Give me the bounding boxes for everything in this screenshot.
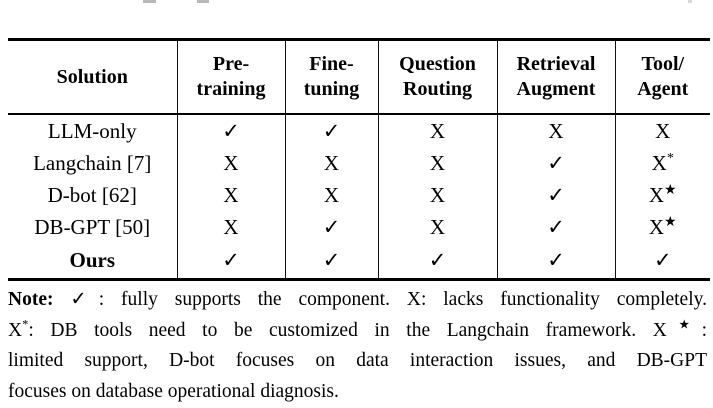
table-cell: ✓ <box>497 179 616 211</box>
table-cell: X <box>285 147 379 179</box>
support-mark: ✓ <box>322 214 341 239</box>
support-mark: X <box>223 182 239 207</box>
table-cell: ✓ <box>497 211 616 243</box>
note-line-4: focuses on database operational diagnosi… <box>8 377 707 408</box>
header-label: tuning <box>303 78 360 100</box>
note-line-2: X*: DB tools need to be customized in th… <box>8 316 707 347</box>
table-cell: ✓ <box>497 147 616 179</box>
header-label: Question <box>399 53 476 75</box>
note-label: Note: <box>8 289 54 310</box>
table-cell: X <box>285 179 379 211</box>
header-label: Tool/ <box>641 53 685 75</box>
header-label: training <box>196 78 266 100</box>
col-header-retrieval-augment: Retrieval Augment <box>497 39 616 115</box>
col-header-tool-agent: Tool/ Agent <box>615 39 710 115</box>
note-line-3: limited support, D-bot focuses on data i… <box>8 346 707 377</box>
table-cell: X★ <box>615 211 710 243</box>
support-mark: ✓ <box>222 248 240 272</box>
support-mark: X <box>429 182 446 207</box>
col-header-fine-tuning: Fine- tuning <box>285 39 379 115</box>
note-text: limited support, D-bot focuses on data i… <box>8 350 707 371</box>
table-cell: X★ <box>615 179 710 211</box>
table-cell: X <box>177 211 286 243</box>
table-note: Note: ✓: fully supports the component. X… <box>8 285 707 407</box>
table-cell: ✓ <box>615 243 710 280</box>
solution-name: LLM-only <box>8 114 178 147</box>
row-ours: Ours ✓ ✓ ✓ ✓ ✓ <box>8 243 710 280</box>
support-mark: X <box>429 150 446 175</box>
header-label: Pre- <box>212 53 250 75</box>
col-header-solution: Solution <box>8 39 178 115</box>
table-cell: X <box>177 147 286 179</box>
solution-name: D-bot [62] <box>8 179 178 211</box>
header-label: Routing <box>403 78 472 100</box>
table-cell: ✓ <box>285 114 379 147</box>
support-mark: ✓ <box>547 248 565 272</box>
table-cell: ✓ <box>285 243 379 280</box>
support-mark: ✓ <box>547 214 565 239</box>
header-label: Agent <box>637 78 689 100</box>
asterisk-superscript: * <box>22 317 29 331</box>
table-cell: X <box>378 179 498 211</box>
table-cell: X <box>615 114 710 147</box>
solution-name: Langchain [7] <box>8 147 178 179</box>
support-mark: X <box>648 214 665 239</box>
row-llm-only: LLM-only ✓ ✓ X X X <box>8 114 710 147</box>
cropped-caption-fragment <box>197 0 209 3</box>
support-mark: X <box>548 118 564 143</box>
table-cell: ✓ <box>177 114 286 147</box>
table-cell: X* <box>615 147 710 179</box>
header-label: Solution <box>56 65 128 88</box>
support-mark: ✓ <box>322 118 341 143</box>
col-header-pre-training: Pre- training <box>177 39 286 115</box>
solution-name: DB-GPT [50] <box>8 211 178 243</box>
table-cell: ✓ <box>497 243 616 280</box>
support-mark: X <box>429 118 446 143</box>
support-mark: X <box>323 182 340 207</box>
note-text: : DB tools need to be customized in the … <box>28 319 667 341</box>
table-cell: X <box>378 114 498 147</box>
header-row: Solution Pre- training Fine- tuning Ques… <box>8 39 710 115</box>
mark-superscript: ★ <box>664 214 677 230</box>
support-mark: X <box>223 214 239 239</box>
table-cell: X <box>177 179 286 211</box>
cropped-caption-fragment <box>143 0 156 3</box>
support-mark: X <box>429 214 446 239</box>
note-text: X <box>8 319 23 341</box>
table-cell: X <box>378 211 498 243</box>
support-mark: ✓ <box>222 118 240 143</box>
support-mark: X <box>323 150 340 175</box>
star-superscript: ★ <box>666 317 702 331</box>
support-mark: X <box>648 182 665 207</box>
header-label: Retrieval <box>516 53 596 75</box>
solution-comparison-table: Solution Pre- training Fine- tuning Ques… <box>8 38 710 281</box>
support-mark: ✓ <box>547 182 565 207</box>
cropped-caption-fragment <box>688 0 692 3</box>
note-line-1: Note: ✓: fully supports the component. X… <box>8 285 707 316</box>
note-text: : <box>701 319 707 341</box>
support-mark: ✓ <box>653 248 672 272</box>
row-d-bot: D-bot [62] X X X ✓ X★ <box>8 179 710 211</box>
header-label: Fine- <box>309 53 354 75</box>
table-cell: X <box>497 114 616 147</box>
row-db-gpt: DB-GPT [50] X ✓ X ✓ X★ <box>8 211 710 243</box>
support-mark: ✓ <box>322 248 341 272</box>
support-mark: X <box>223 150 239 175</box>
solution-name: Ours <box>8 243 178 280</box>
mark-superscript: * <box>666 150 674 166</box>
support-mark: ✓ <box>428 248 447 272</box>
header-label: Augment <box>516 78 596 100</box>
mark-superscript: ★ <box>664 182 677 198</box>
note-text: focuses on database operational diagnosi… <box>8 380 339 402</box>
table-cell: ✓ <box>378 243 498 280</box>
support-mark: X <box>655 118 671 143</box>
col-header-question-routing: Question Routing <box>378 39 498 115</box>
table-cell: ✓ <box>177 243 286 280</box>
support-mark: ✓ <box>547 150 565 175</box>
table-cell: ✓ <box>285 211 379 243</box>
table-cell: X <box>378 147 498 179</box>
row-langchain: Langchain [7] X X X ✓ X* <box>8 147 710 179</box>
note-text: ✓: fully supports the component. X: lack… <box>53 289 707 310</box>
support-mark: X <box>651 150 667 175</box>
